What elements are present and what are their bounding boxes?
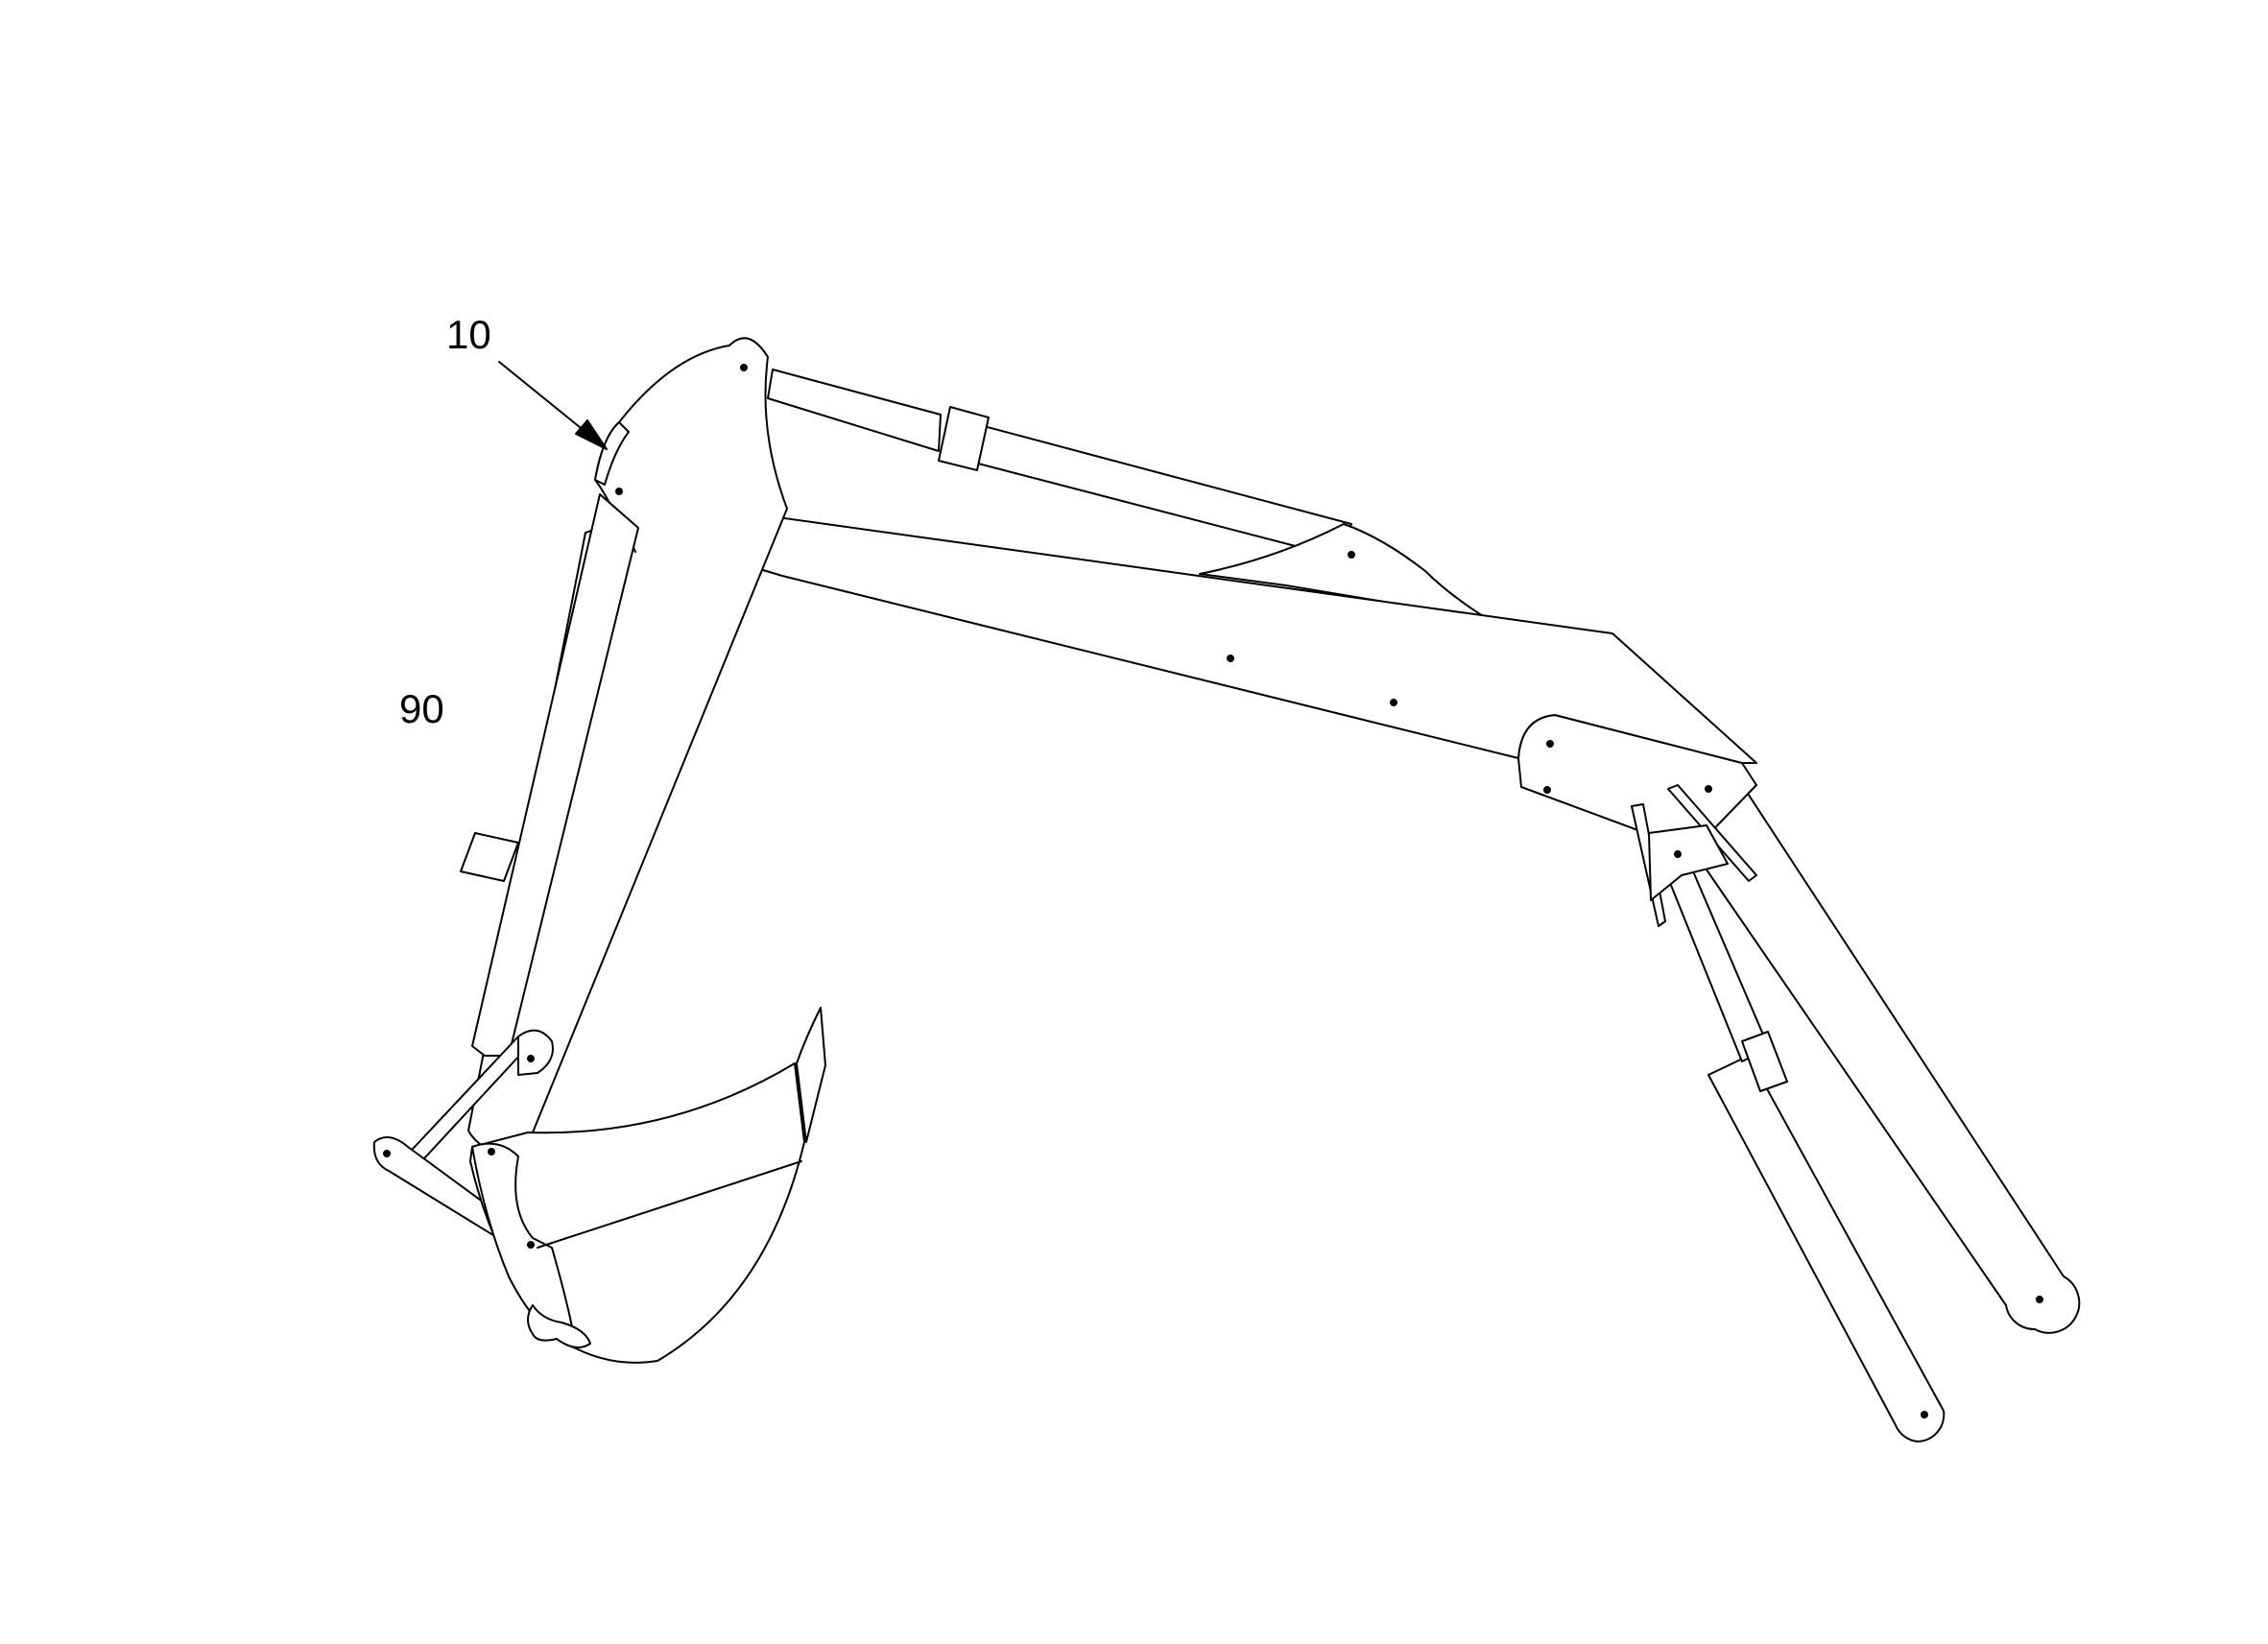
pivot-bucket-2	[527, 1241, 535, 1249]
boom-cylinder-rod	[767, 369, 942, 452]
main-boom	[712, 510, 1757, 764]
pivot-boom-mid-1	[1227, 655, 1234, 662]
pivot-boom-mid-2	[1390, 699, 1397, 706]
pivot-linkage-joint	[383, 1150, 391, 1157]
pivot-lower-arm-right	[2036, 1296, 2043, 1303]
dipper-arm-back-edge	[594, 421, 630, 486]
linkage-tab	[517, 1029, 554, 1076]
lower-cylinder-collar	[1741, 1031, 1788, 1092]
leader-line-10	[498, 361, 596, 441]
leader-arrowhead-10	[575, 419, 608, 450]
pivot-dipper-top	[740, 364, 748, 371]
bracket-wedge	[1648, 824, 1729, 901]
pivot-bracket-2	[1543, 786, 1551, 794]
pivot-dipper-knee	[615, 488, 623, 495]
bucket-hook	[527, 1304, 591, 1348]
bucket-cylinder-collar	[460, 832, 519, 882]
dipper-arm	[467, 337, 788, 1157]
lower-arm-right	[1688, 776, 2081, 1334]
pivot-bracket-4	[1674, 850, 1682, 858]
bucket-tooth	[796, 1007, 826, 1143]
boom-cylinder-end	[1199, 523, 1489, 620]
reference-label-90: 90	[399, 686, 444, 731]
boom-cylinder-collar	[938, 406, 990, 471]
bucket-side-plate	[471, 1142, 577, 1349]
reference-label-10: 10	[446, 312, 491, 357]
pivot-boom-cylinder	[1348, 551, 1355, 559]
lower-cylinder-body	[1707, 1055, 1946, 1442]
pivot-lower-cylinder	[1921, 1411, 1928, 1418]
pivot-bracket-1	[1546, 740, 1554, 748]
bucket-cross-line	[537, 1160, 802, 1249]
pivot-bracket-3	[1705, 785, 1712, 793]
bucket-cylinder-body	[471, 493, 639, 1057]
pivot-bucket-1	[488, 1148, 495, 1156]
bracket-link-right	[1667, 784, 1757, 882]
pivot-linkage-tab	[527, 1055, 535, 1062]
boom-cylinder-body	[959, 421, 1352, 558]
